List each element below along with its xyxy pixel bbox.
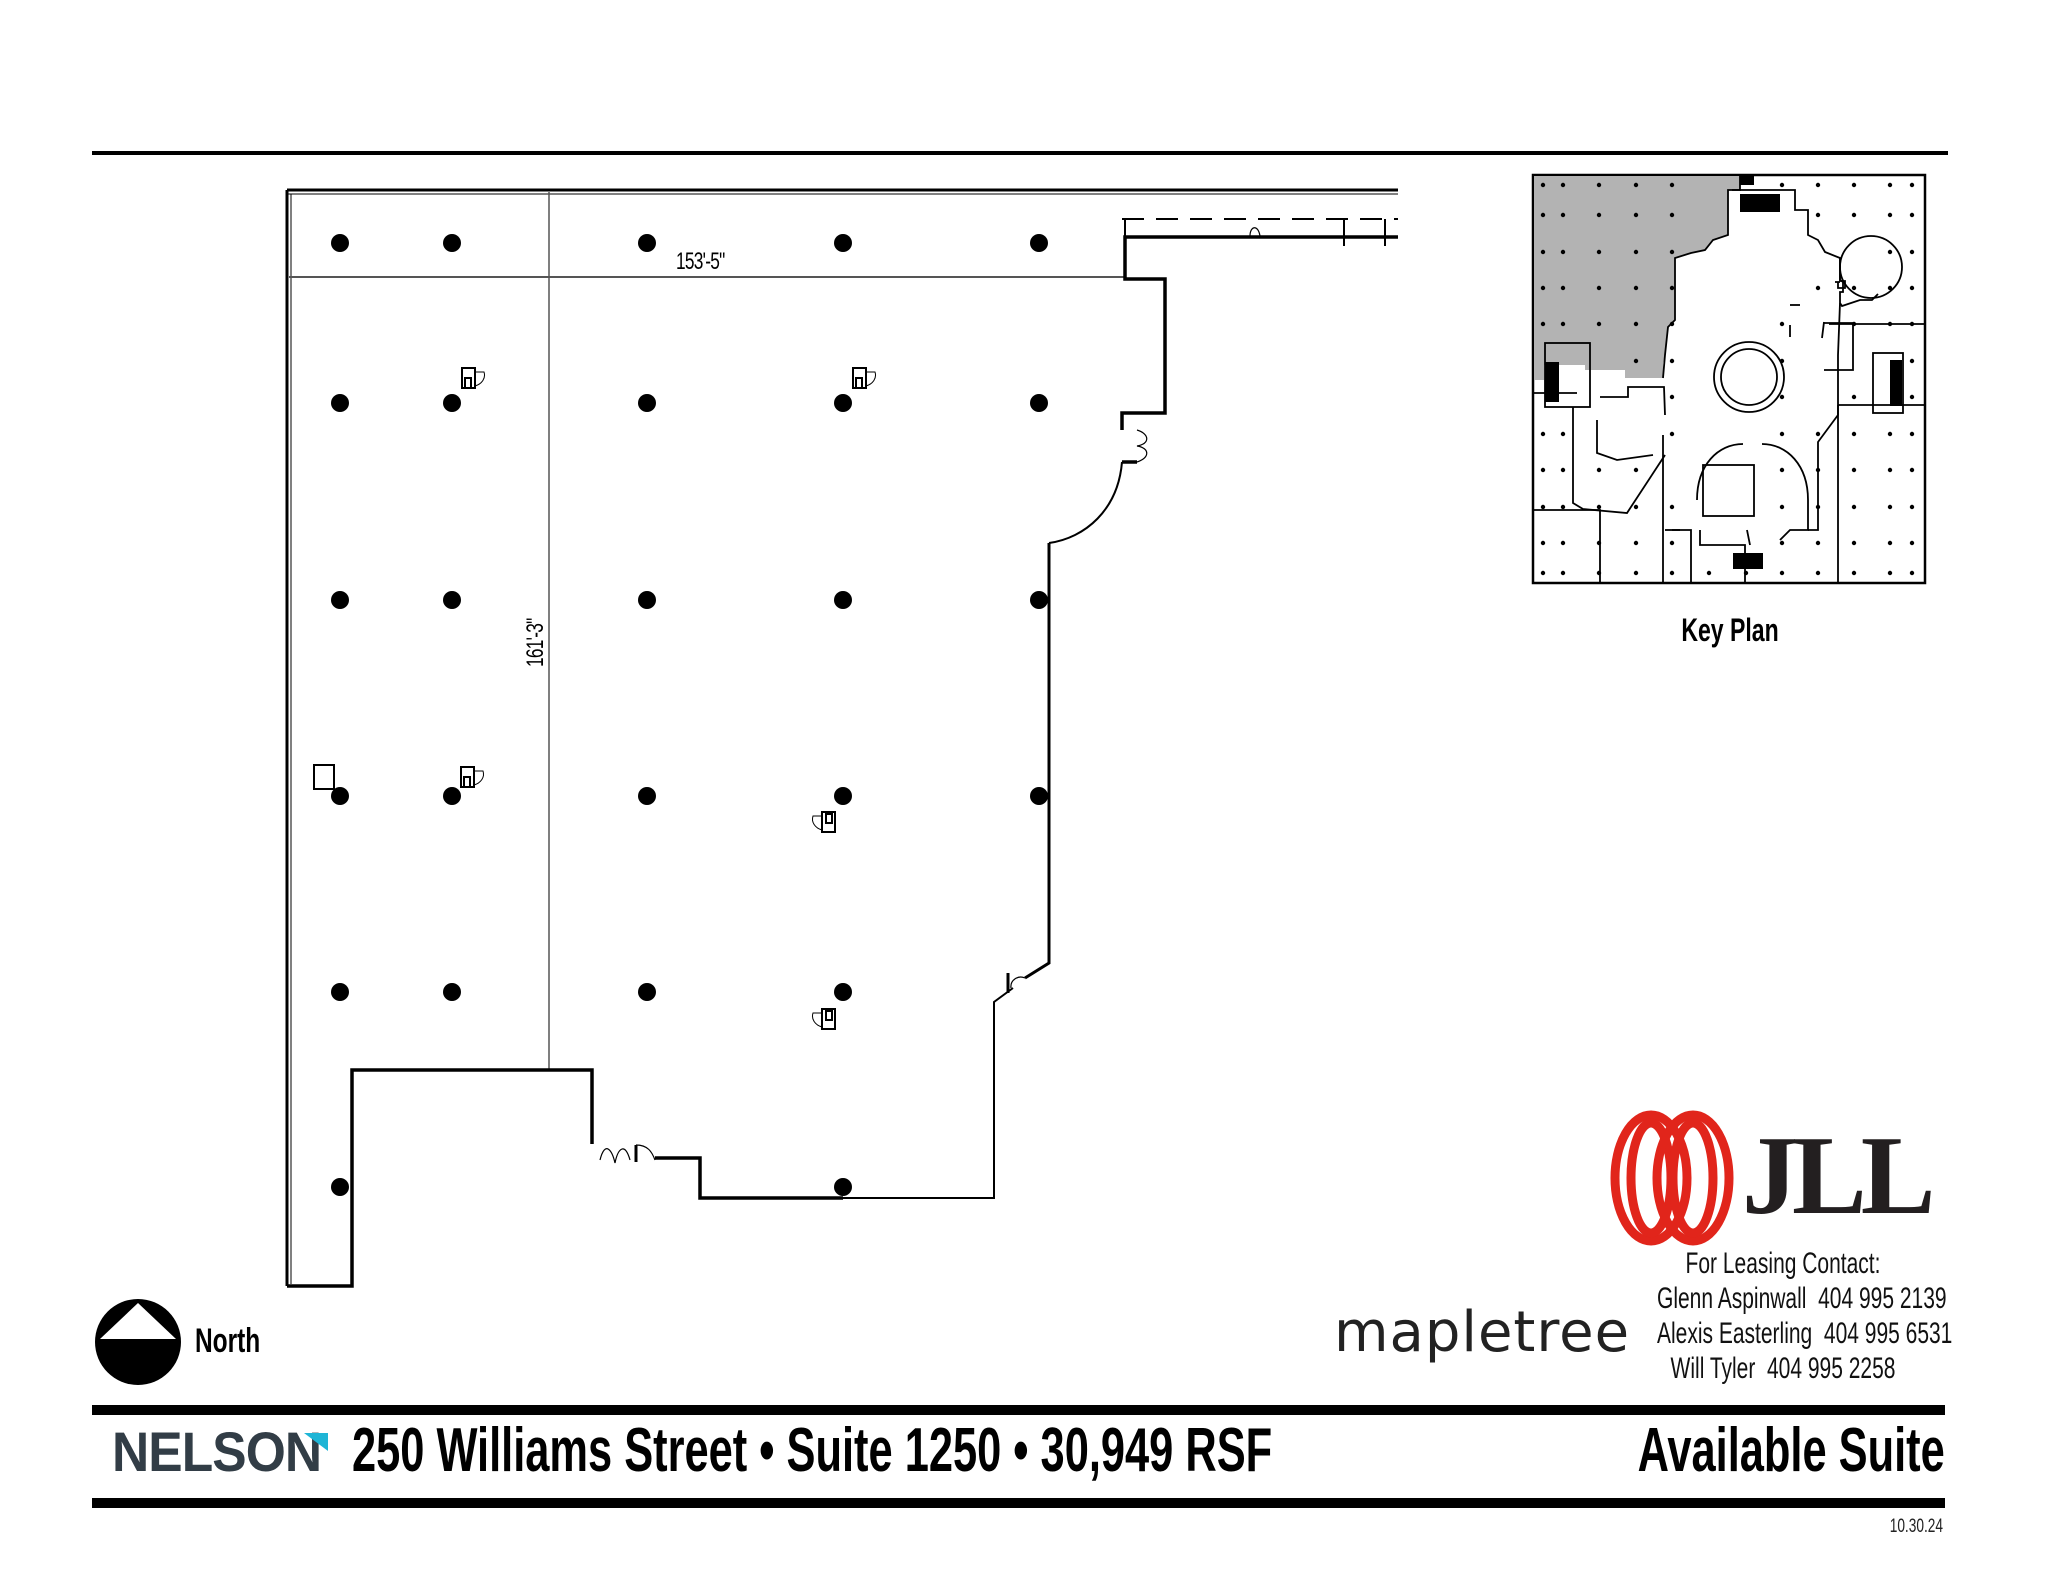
footer-top-rule <box>92 1405 1945 1415</box>
structural-columns <box>331 234 1048 1196</box>
nelson-wordmark: NELSON <box>112 1420 322 1483</box>
dimension-width-label: 153'-5" <box>676 248 725 275</box>
north-label: North <box>195 1322 261 1360</box>
jll-logo-icon <box>1610 1110 1734 1246</box>
north-arrow-icon <box>95 1299 181 1385</box>
top-rule <box>92 151 1948 155</box>
key-plan-drawing <box>1531 173 1927 585</box>
nelson-logo: NELSON <box>112 1424 322 1480</box>
dimension-depth-label: 161'-3" <box>522 618 549 667</box>
fixture-icons <box>313 367 876 1030</box>
contact-line-will-tyler: Will Tyler 404 995 2258 <box>1670 1352 1896 1385</box>
contact-line-glenn-aspinwall: Glenn Aspinwall 404 995 2139 <box>1657 1282 1947 1315</box>
mapletree-logo: mapletree <box>1334 1300 1630 1365</box>
jll-wordmark: JLL <box>1742 1114 1935 1238</box>
leasing-contact: For Leasing Contact: Glenn Aspinwall 404… <box>1603 1246 1963 1386</box>
key-plan-title: Key Plan <box>1681 612 1779 648</box>
document-date: 10.30.24 <box>1889 1516 1943 1537</box>
availability-status: Available Suite <box>1637 1416 1945 1485</box>
property-address-line: 250 Williams Street • Suite 1250 • 30,94… <box>352 1416 1273 1485</box>
contact-line-alexis-easterling: Alexis Easterling 404 995 6531 <box>1657 1317 1953 1350</box>
mapletree-wordmark: mapletree <box>1334 1300 1631 1365</box>
footer-bottom-rule <box>92 1498 1945 1508</box>
contact-heading: For Leasing Contact: <box>1685 1247 1881 1280</box>
